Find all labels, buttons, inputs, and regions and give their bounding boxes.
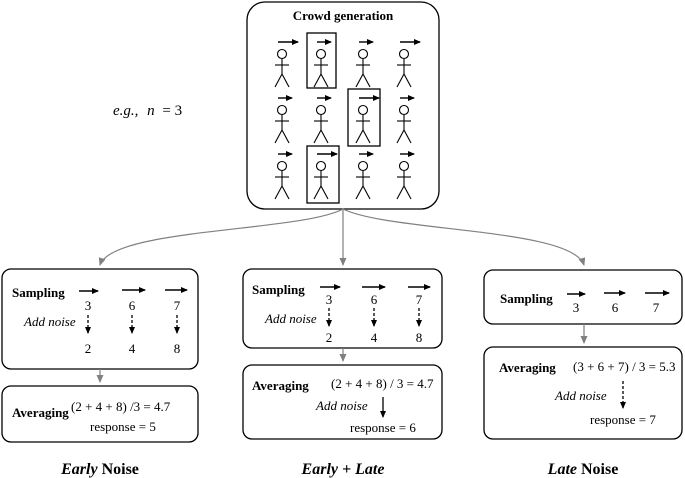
mixed-sampling-label: Sampling <box>252 282 305 297</box>
mixed-sampling-box <box>242 268 443 349</box>
late-caption-main: Late <box>547 461 577 478</box>
late-sampling-box <box>483 269 683 325</box>
late-noise-column: Sampling 3 6 7 Averaging (3 + 6 + 7) / 3… <box>483 269 683 478</box>
early-sample-3: 7 <box>174 298 181 313</box>
early-noisy-1: 2 <box>85 341 92 356</box>
example-n: e.g., n = 3 <box>113 103 182 119</box>
late-sampling-label: Sampling <box>500 291 553 306</box>
mixed-noisy-2: 4 <box>371 330 378 345</box>
mixed-caption: Early + Late <box>301 461 385 478</box>
mixed-noise-label: Add noise <box>264 311 317 326</box>
late-response: response = 7 <box>590 412 656 427</box>
selected-figure-frame <box>347 88 381 147</box>
stick-figure-icon <box>313 151 338 200</box>
stick-figure-icon <box>396 39 421 88</box>
early-formula: (2 + 4 + 8) /3 = 4.7 <box>71 399 171 414</box>
mixed-noise-label-2: Add noise <box>315 398 368 413</box>
early-sample-1: 3 <box>85 298 92 313</box>
early-noisy-2: 4 <box>129 341 136 356</box>
stick-figure-icon <box>274 95 293 144</box>
n-symbol: n <box>147 103 155 119</box>
early-noisy-3: 8 <box>174 341 181 356</box>
stick-figure-icon <box>396 95 415 144</box>
example-label: e.g., <box>113 103 138 119</box>
crowd-title: Crowd generation <box>293 8 394 23</box>
selected-figure-frame <box>306 32 337 89</box>
mixed-averaging-box <box>242 364 443 440</box>
mixed-averaging-label: Averaging <box>252 378 309 393</box>
late-averaging-box <box>483 346 683 440</box>
crowd-connectors <box>98 208 586 266</box>
mixed-sample-1: 3 <box>326 292 333 307</box>
stick-figure-icon <box>313 95 332 144</box>
late-averaging-label: Averaging <box>499 360 556 375</box>
mixed-formula: (2 + 4 + 8) / 3 = 4.7 <box>331 376 434 391</box>
early-noise-label: Add noise <box>23 314 76 329</box>
late-noise-label: Add noise <box>554 388 607 403</box>
early-response: response = 5 <box>90 419 156 434</box>
early-noise-column: Sampling 3 6 7 Add noise 2 4 8 Averaging… <box>1 268 199 478</box>
early-averaging-label: Averaging <box>12 405 69 420</box>
stick-figure-icon <box>355 39 374 88</box>
mixed-response: response = 6 <box>350 420 416 435</box>
crowd-generation-panel: Crowd generation <box>246 1 440 210</box>
stick-figure-icon <box>313 39 332 88</box>
early-sampling-label: Sampling <box>12 285 65 300</box>
late-sample-2: 6 <box>612 300 619 315</box>
early-late-column: Sampling 3 6 7 Add noise 2 4 8 Averaging… <box>242 268 443 478</box>
late-caption: Late Noise <box>547 461 619 478</box>
n-value: = 3 <box>162 103 182 119</box>
stick-figure-icon <box>274 151 293 200</box>
early-caption-main: Early <box>60 461 98 478</box>
stick-figure-icon <box>396 151 415 200</box>
crowd-figures <box>274 39 421 200</box>
early-sample-2: 6 <box>129 298 136 313</box>
early-averaging-box <box>1 385 199 443</box>
late-formula: (3 + 6 + 7) / 3 = 5.3 <box>573 359 676 374</box>
stick-figure-icon <box>355 95 380 144</box>
mixed-sample-2: 6 <box>371 292 378 307</box>
mixed-noisy-3: 8 <box>416 330 423 345</box>
late-sample-1: 3 <box>573 300 580 315</box>
mixed-noisy-1: 2 <box>326 330 333 345</box>
late-sample-3: 7 <box>653 300 660 315</box>
stick-figure-icon <box>355 151 374 200</box>
stick-figure-icon <box>274 39 299 88</box>
early-caption: Early Noise <box>60 461 139 478</box>
selected-figure-frame <box>306 145 340 204</box>
late-caption-rest: Noise <box>577 461 618 478</box>
mixed-sample-3: 7 <box>416 292 423 307</box>
early-caption-rest: Noise <box>98 461 139 478</box>
